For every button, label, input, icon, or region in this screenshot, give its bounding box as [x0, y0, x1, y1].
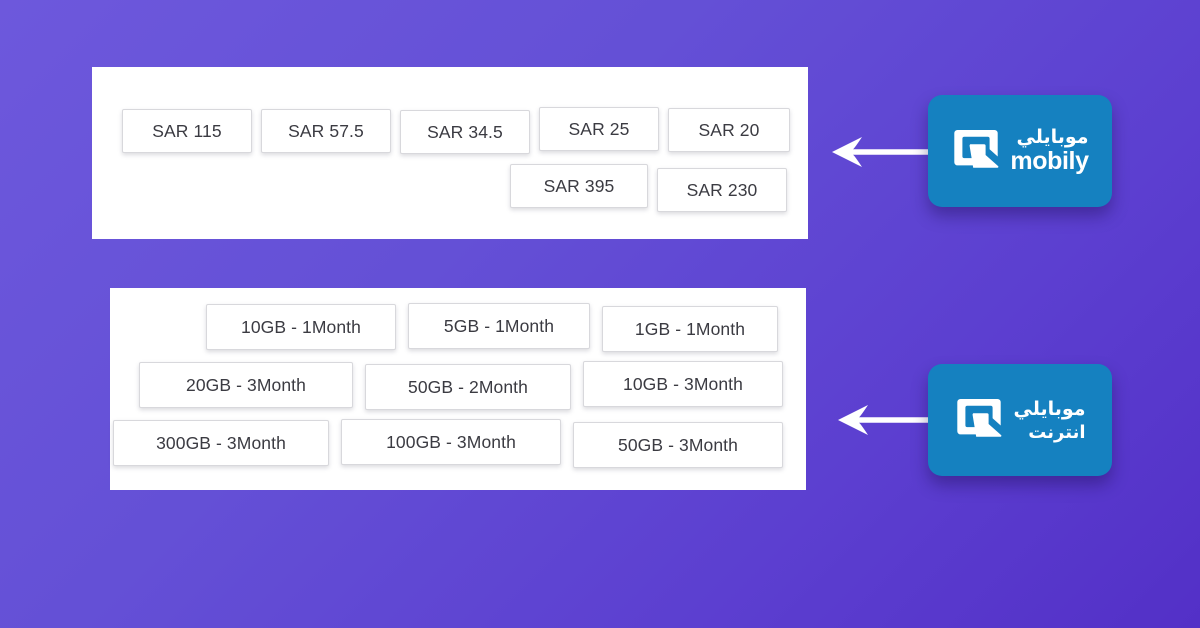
- option-chip[interactable]: 1GB - 1Month: [602, 306, 778, 352]
- chip-row: 20GB - 3Month 50GB - 2Month 10GB - 3Month: [139, 361, 783, 410]
- internet-bundles-panel: 10GB - 1Month 5GB - 1Month 1GB - 1Month 20G…: [110, 288, 806, 490]
- arrow-left-icon-bundles: [838, 403, 934, 437]
- mobily-wordmark: موبايلي mobily: [1010, 127, 1089, 175]
- mobily-internet-wordmark: موبايلي انترنت: [1013, 400, 1085, 441]
- arrow-left-icon-rates: [832, 135, 928, 169]
- mobily-q-mark-icon: [951, 126, 1001, 176]
- option-chip[interactable]: 300GB - 3Month: [113, 420, 329, 466]
- mobily-arabic-word: موبايلي: [1013, 398, 1086, 420]
- mobily-arabic-word: موبايلي: [1016, 127, 1089, 148]
- option-chip[interactable]: SAR 20: [668, 108, 790, 152]
- mobily-q-mark-icon: [954, 395, 1004, 445]
- internet-bundles-rows: 10GB - 1Month 5GB - 1Month 1GB - 1Month 20G…: [110, 288, 806, 490]
- option-chip[interactable]: 10GB - 3Month: [583, 361, 783, 407]
- internet-arabic-word: انترنت: [1028, 421, 1086, 442]
- chip-row: 300GB - 3Month 100GB - 3Month 50GB - 3Mont…: [113, 419, 783, 468]
- chip-row: 10GB - 1Month 5GB - 1Month 1GB - 1Month: [206, 303, 778, 352]
- option-chip[interactable]: 50GB - 2Month: [365, 364, 571, 410]
- option-chip[interactable]: SAR 115: [122, 109, 252, 153]
- option-chip[interactable]: SAR 25: [539, 107, 659, 151]
- option-chip[interactable]: 20GB - 3Month: [139, 362, 353, 408]
- option-chip[interactable]: 100GB - 3Month: [341, 419, 561, 465]
- option-chip[interactable]: SAR 57.5: [261, 109, 391, 153]
- option-chip[interactable]: SAR 230: [657, 168, 787, 212]
- mobily-internet-logo-badge: موبايلي انترنت: [928, 364, 1112, 476]
- mobily-logo-badge: موبايلي mobily: [928, 95, 1112, 207]
- option-chip[interactable]: SAR 395: [510, 164, 648, 208]
- option-chip[interactable]: SAR 34.5: [400, 110, 530, 154]
- option-chip[interactable]: 5GB - 1Month: [408, 303, 590, 349]
- option-chip[interactable]: 50GB - 3Month: [573, 422, 783, 468]
- mobily-latin-word: mobily: [1010, 147, 1089, 175]
- option-chip[interactable]: 10GB - 1Month: [206, 304, 396, 350]
